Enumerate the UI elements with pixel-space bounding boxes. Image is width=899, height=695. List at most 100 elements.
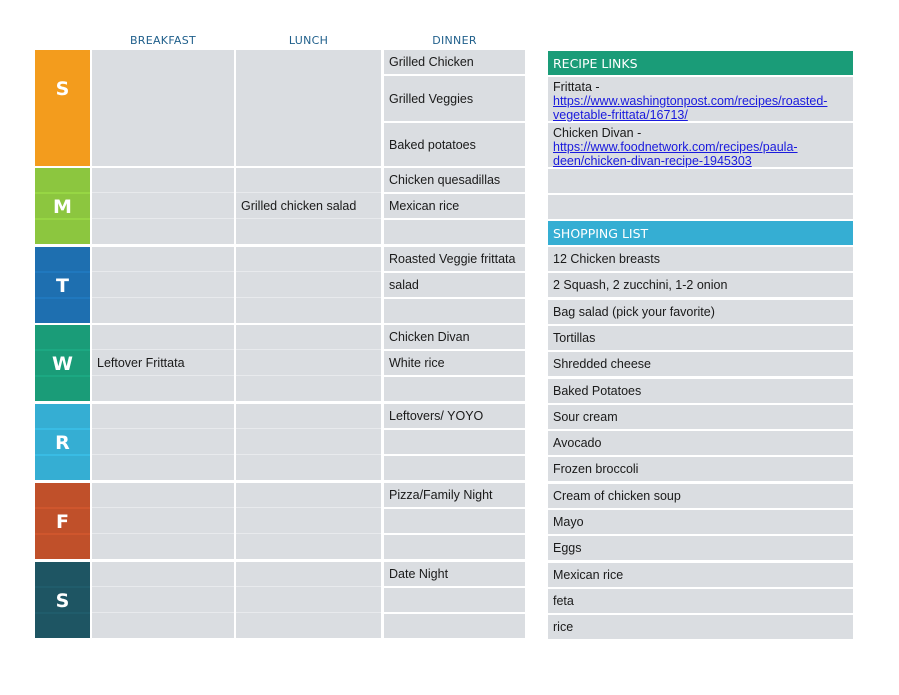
day-band-gap <box>35 532 90 535</box>
lunch-cell[interactable] <box>236 246 381 323</box>
day-letter: M <box>53 196 72 218</box>
dinner-cell[interactable] <box>384 508 525 533</box>
dinner-cell[interactable] <box>384 613 525 638</box>
day-color-band <box>35 50 90 166</box>
breakfast-cell[interactable]: Leftover Frittata <box>92 325 234 402</box>
breakfast-cell[interactable] <box>92 50 234 166</box>
dinner-cell[interactable] <box>384 456 525 481</box>
row-divider <box>236 428 381 430</box>
day-band-gap <box>35 506 90 509</box>
day-letter-cell: F <box>35 482 90 559</box>
shopping-list-item: Frozen broccoli <box>548 457 853 482</box>
row-divider <box>92 349 234 351</box>
day-color-band <box>35 351 90 376</box>
day-band-gap <box>35 218 90 220</box>
breakfast-cell[interactable] <box>92 561 234 638</box>
day-color-band <box>35 587 90 612</box>
lunch-cell[interactable]: Grilled chicken salad <box>236 168 381 244</box>
dinner-cell[interactable]: salad <box>384 272 525 297</box>
shopping-list-item: Sour cream <box>548 404 853 429</box>
breakfast-header: BREAKFAST <box>129 34 197 47</box>
dinner-cell[interactable]: Mexican rice <box>384 194 525 218</box>
dinner-cell[interactable]: Grilled Chicken <box>384 50 525 74</box>
day-letter: S <box>55 589 70 612</box>
day-band-gap <box>35 296 90 299</box>
breakfast-cell[interactable] <box>92 404 234 481</box>
day-color-band <box>35 456 90 481</box>
dinner-cell[interactable]: Chicken Divan <box>384 325 525 350</box>
dinner-text: Leftovers/ YOYO <box>389 409 484 424</box>
breakfast-cell[interactable] <box>92 168 234 244</box>
day-color-band <box>35 194 90 218</box>
recipe-link-empty <box>548 169 853 193</box>
recipe-link-label: Frittata - <box>553 80 600 94</box>
lunch-cell[interactable] <box>236 482 381 559</box>
lunch-header: LUNCH <box>288 34 329 47</box>
recipe-link-url[interactable]: https://www.foodnetwork.com/recipes/paul… <box>553 140 798 168</box>
dinner-cell[interactable] <box>384 298 525 323</box>
lunch-cell[interactable] <box>236 404 381 481</box>
lunch-cell[interactable] <box>236 50 381 166</box>
row-divider <box>92 611 234 613</box>
dinner-text: Grilled Chicken <box>389 55 474 69</box>
day-band-gap <box>35 428 90 431</box>
dinner-cell[interactable]: Roasted Veggie frittata <box>384 246 525 271</box>
lunch-cell[interactable] <box>236 325 381 402</box>
dinner-cell[interactable] <box>384 377 525 402</box>
breakfast-cell[interactable] <box>92 482 234 559</box>
dinner-text: Chicken quesadillas <box>389 173 501 187</box>
day-band-gap <box>35 349 90 352</box>
day-color-band <box>35 325 90 350</box>
day-band-gap <box>35 585 90 588</box>
dinner-cell[interactable]: White rice <box>384 351 525 376</box>
row-divider <box>236 218 381 219</box>
recipe-link-url[interactable]: https://www.washingtonpost.com/recipes/r… <box>553 94 828 122</box>
row-divider <box>236 270 381 272</box>
shopping-list-item: Avocado <box>548 431 853 456</box>
dinner-cell[interactable]: Leftovers/ YOYO <box>384 404 525 429</box>
dinner-cell[interactable]: Grilled Veggies <box>384 76 525 121</box>
shopping-list-item: Shredded cheese <box>548 352 853 377</box>
row-divider <box>236 506 381 508</box>
dinner-cell[interactable] <box>384 534 525 559</box>
dinner-cell[interactable]: Baked potatoes <box>384 123 525 166</box>
breakfast-cell[interactable] <box>92 246 234 323</box>
day-color-band <box>35 298 90 323</box>
recipe-link-empty <box>548 195 853 219</box>
day-letter-cell: T <box>35 246 90 323</box>
row-divider <box>92 585 234 587</box>
row-divider <box>92 428 234 430</box>
dinner-cell[interactable] <box>384 220 525 244</box>
dinner-text: Grilled Veggies <box>389 91 474 106</box>
shopping-list-item: Eggs <box>548 536 853 561</box>
day-row: F Pizza/Family Night <box>35 482 525 559</box>
shopping-list-item: 2 Squash, 2 zucchini, 1-2 onion <box>548 273 853 298</box>
lunch-cell[interactable] <box>236 561 381 638</box>
day-color-band <box>35 508 90 533</box>
day-band-gap <box>35 375 90 378</box>
dinner-cell[interactable]: Date Night <box>384 561 525 586</box>
shopping-list-item: rice <box>548 615 853 640</box>
day-row: S Date Night <box>35 561 525 638</box>
row-divider <box>92 454 234 456</box>
day-letter-cell: S <box>35 50 90 166</box>
dinner-text: Pizza/Family Night <box>389 487 493 502</box>
day-band-gap <box>35 192 90 194</box>
day-letter: R <box>55 432 70 455</box>
day-color-band <box>35 168 90 192</box>
dinner-cell[interactable]: Chicken quesadillas <box>384 168 525 192</box>
day-row: R Leftovers/ YOYO <box>35 404 525 481</box>
day-band-gap <box>35 270 90 273</box>
recipe-link-item: Chicken Divan - https://www.foodnetwork.… <box>548 123 853 168</box>
day-color-band <box>35 613 90 638</box>
row-divider <box>92 192 234 193</box>
dinner-cell[interactable] <box>384 587 525 612</box>
row-divider <box>236 349 381 351</box>
dinner-cell[interactable] <box>384 430 525 455</box>
recipe-links-title: RECIPE LINKS <box>548 51 853 75</box>
day-color-band <box>35 404 90 429</box>
dinner-cell[interactable]: Pizza/Family Night <box>384 482 525 507</box>
